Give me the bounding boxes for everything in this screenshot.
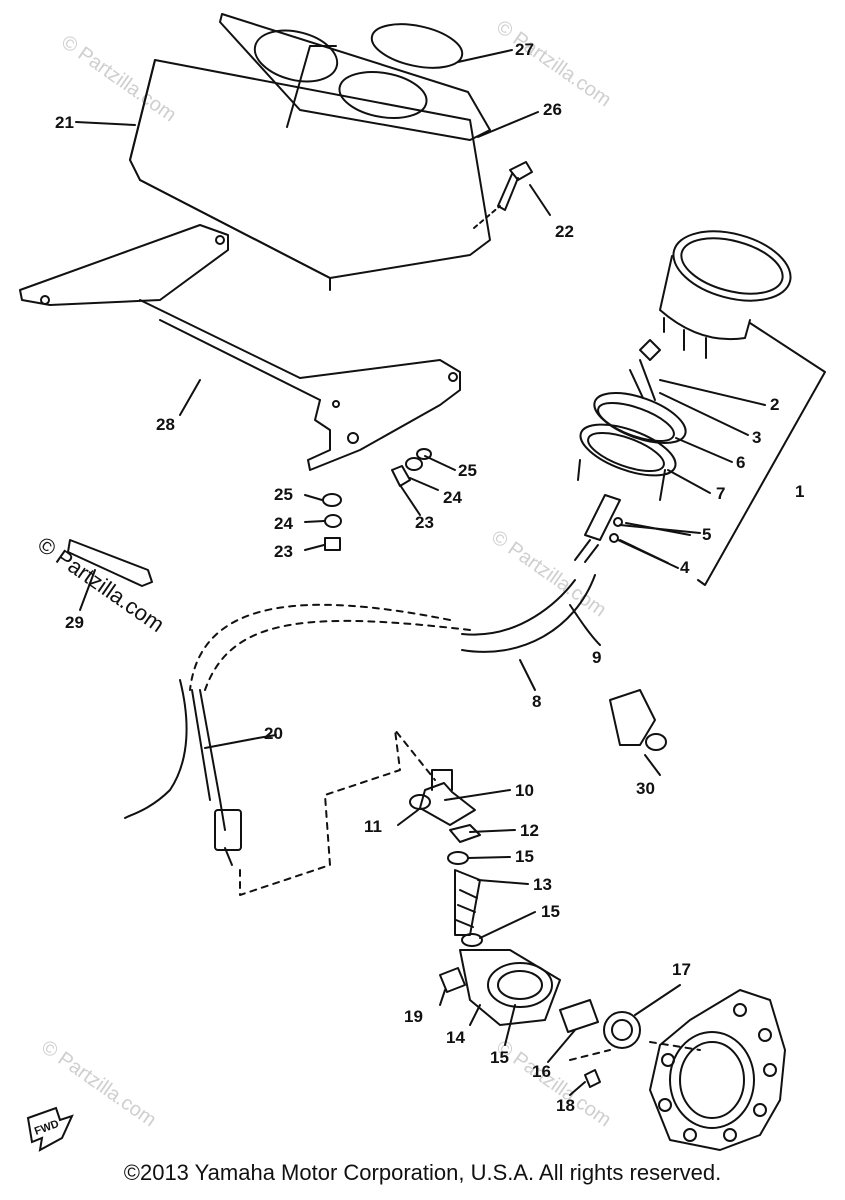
bracket-28 [19, 224, 461, 471]
part-label-7: 7 [716, 484, 725, 503]
part-labels: 1 2 3 4 5 6 7 8 9 10 11 12 13 14 15 15 1… [55, 40, 804, 1115]
part-label-27: 27 [515, 40, 534, 59]
assembly-bracket-1 [619, 322, 826, 586]
part-label-9: 9 [592, 648, 601, 667]
part-label-29: 29 [65, 613, 84, 632]
part-label-24b: 24 [274, 514, 293, 533]
part-label-15a: 15 [515, 847, 534, 866]
meter-assembly [574, 230, 792, 563]
leader-lines [75, 49, 701, 1096]
watermark: © Partzilla.com [492, 16, 615, 111]
part-label-15c: 15 [490, 1048, 509, 1067]
part-label-13: 13 [533, 875, 552, 894]
part-label-19: 19 [404, 1007, 423, 1026]
part-label-18: 18 [556, 1096, 575, 1115]
wires [189, 574, 601, 691]
copyright-footer: ©2013 Yamaha Motor Corporation, U.S.A. A… [123, 1160, 722, 1185]
part-label-23a: 23 [415, 513, 434, 532]
meter-cable-20 [124, 679, 259, 866]
part-label-6: 6 [736, 453, 745, 472]
part-label-15b: 15 [541, 902, 560, 921]
part-label-24a: 24 [443, 488, 462, 507]
part-30 [609, 689, 667, 751]
part-label-20: 20 [264, 724, 283, 743]
meter-box-21 [129, 59, 491, 291]
rubber-29 [67, 539, 153, 611]
lens-27 [370, 23, 464, 69]
gearbox [409, 769, 701, 1088]
part-label-4: 4 [680, 558, 690, 577]
part-label-26: 26 [543, 100, 562, 119]
meter-panel-26 [219, 13, 491, 141]
fastener-set [322, 448, 432, 551]
part-label-25b: 25 [274, 485, 293, 504]
part-label-23b: 23 [274, 542, 293, 561]
part-label-16: 16 [532, 1062, 551, 1081]
bolt-22 [473, 161, 551, 229]
part-label-2: 2 [770, 395, 779, 414]
part-label-12: 12 [520, 821, 539, 840]
part-label-3: 3 [752, 428, 761, 447]
part-label-5: 5 [702, 525, 711, 544]
wheel-hub [649, 989, 786, 1151]
part-label-17: 17 [672, 960, 691, 979]
part-label-25a: 25 [458, 461, 477, 480]
part-label-28: 28 [156, 415, 175, 434]
fwd-arrow-icon: FWD [26, 1106, 74, 1152]
part-label-14: 14 [446, 1028, 465, 1047]
part-label-11: 11 [364, 817, 382, 836]
part-label-8: 8 [532, 692, 541, 711]
part-label-10: 10 [515, 781, 534, 800]
part-label-30: 30 [636, 779, 655, 798]
part-label-21: 21 [55, 113, 74, 132]
part-label-1: 1 [795, 482, 804, 501]
routing-lines [239, 729, 436, 896]
part-label-22: 22 [555, 222, 574, 241]
watermark: © Partzilla.com [57, 31, 180, 126]
